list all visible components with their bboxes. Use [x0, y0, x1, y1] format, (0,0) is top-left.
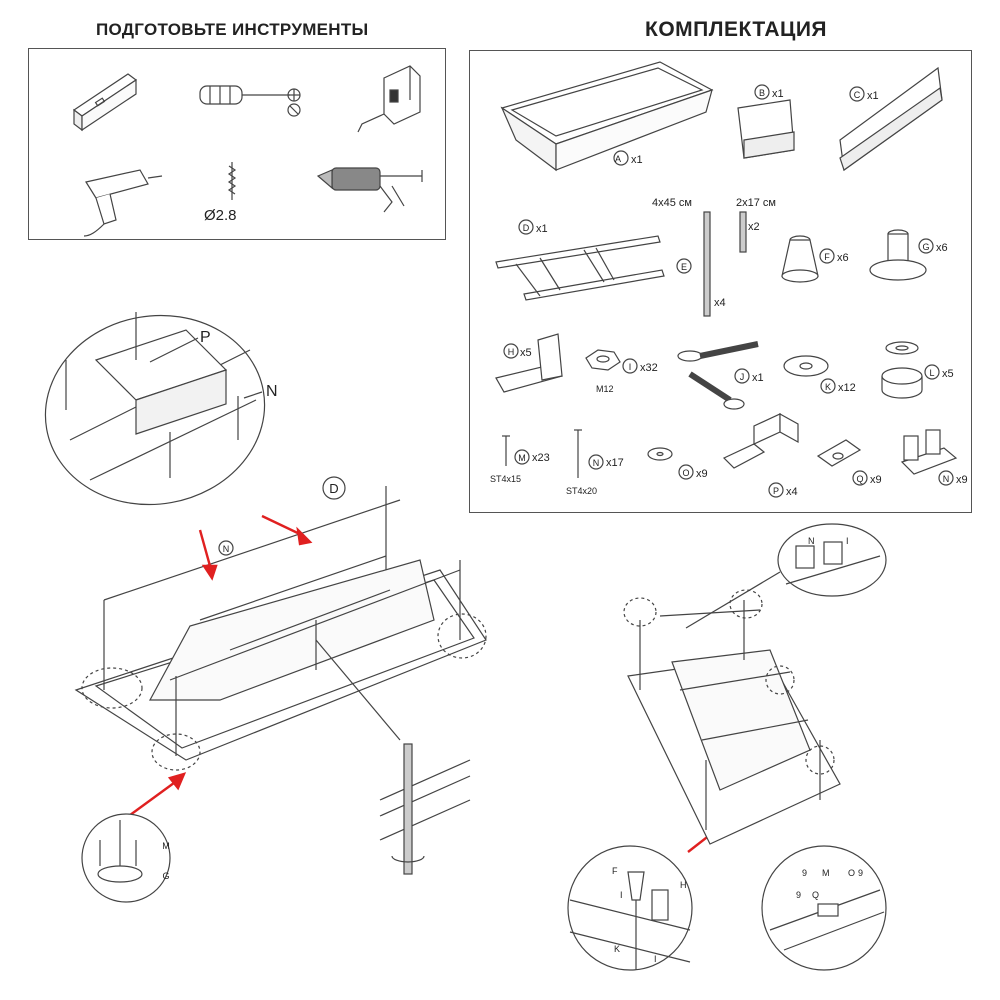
kit-section-title: КОМПЛЕКТАЦИЯ — [645, 18, 828, 41]
detail-zoom-foot-mount — [567, 845, 693, 971]
qty-b: x1 — [772, 88, 784, 100]
callout-d: D — [329, 481, 338, 496]
tools-panel — [28, 48, 446, 240]
count-9-o: 9 — [858, 868, 863, 878]
washer-part-o — [647, 447, 694, 480]
label-g: G — [922, 242, 929, 252]
bathtub-assembly-right — [623, 589, 841, 845]
detail-i3-label: I — [654, 954, 657, 964]
label-h: H — [508, 347, 515, 357]
qty-l: x5 — [942, 368, 954, 380]
bathtub-part-a — [500, 61, 714, 172]
label-q: Q — [856, 474, 863, 484]
detail-i-label: I — [846, 536, 849, 546]
count-9-m: 9 — [802, 868, 807, 878]
qty-m: x23 — [532, 452, 550, 464]
tape-measure-icon — [357, 65, 421, 133]
qty-f: x6 — [837, 252, 849, 264]
label-p: P — [773, 486, 779, 496]
qty-g: x6 — [936, 242, 948, 254]
detail-m-label-right: M — [822, 868, 830, 878]
label-m: M — [518, 453, 526, 463]
qty-e-long: x4 — [714, 297, 726, 309]
bathtub-assembly-left — [74, 476, 487, 771]
detail-k-label: K — [614, 944, 620, 954]
label-n: N — [593, 458, 600, 468]
block-part-n — [900, 429, 958, 486]
qty-i: x32 — [640, 362, 658, 374]
detail-zoom-foot — [81, 813, 171, 903]
dims-e-long: 4x45 см — [652, 197, 692, 209]
drill-bit-icon — [227, 162, 237, 200]
detail-o-label: O — [848, 868, 855, 878]
bracket-part-h — [495, 333, 563, 393]
detail-rod-adjust — [379, 743, 471, 875]
drill-icon — [83, 169, 163, 237]
label-b: B — [759, 88, 765, 98]
qty-n: x17 — [606, 457, 624, 469]
sub-n: ST4x20 — [566, 486, 597, 496]
sub-m: ST4x15 — [490, 474, 521, 484]
qty-p: x4 — [786, 486, 798, 498]
washer-part-k — [783, 355, 836, 394]
label-l: L — [929, 368, 934, 378]
detail-m-label: M — [162, 841, 170, 851]
detail-zoom-bracket-p — [44, 312, 266, 506]
level-icon — [72, 73, 138, 132]
clip-part-q — [816, 439, 868, 486]
threaded-rod-part-e — [676, 211, 747, 317]
qty-n2: x9 — [956, 474, 968, 486]
count-9-q: 9 — [796, 890, 801, 900]
label-j: J — [740, 372, 745, 382]
spacer-part-l — [881, 341, 940, 399]
label-d: D — [523, 223, 530, 233]
side-panel-part-b — [737, 84, 795, 159]
qty-j: x1 — [752, 372, 764, 384]
callout-n: N — [266, 383, 278, 400]
label-o: O — [682, 468, 689, 478]
bracket-part-p — [722, 412, 799, 498]
detail-i2-label: I — [620, 890, 623, 900]
callout-n2: N — [223, 544, 230, 554]
frame-part-d — [495, 219, 665, 301]
qty-d: x1 — [536, 223, 548, 235]
qty-q: x9 — [870, 474, 882, 486]
qty-e-short: x2 — [748, 221, 760, 233]
detail-zoom-clip — [761, 845, 887, 971]
qty-o: x9 — [696, 468, 708, 480]
screwdriver-icon — [199, 85, 301, 117]
foot-base-part-g — [869, 229, 934, 281]
label-k: K — [825, 382, 831, 392]
detail-zoom-blocks — [777, 523, 887, 597]
screw-part-m — [502, 435, 530, 466]
detail-f-label: F — [612, 866, 618, 876]
sub-i: M12 — [596, 384, 614, 394]
label-e: E — [681, 262, 687, 272]
label-i: I — [629, 362, 632, 372]
detail-q-label: Q — [812, 890, 819, 900]
dims-e-short: 2x17 см — [736, 197, 776, 209]
qty-h: x5 — [520, 347, 532, 359]
label-a: A — [615, 154, 621, 164]
drill-bit-size: Ø2.8 — [204, 207, 237, 224]
front-panel-part-c — [839, 66, 943, 172]
qty-a: x1 — [631, 154, 643, 166]
qty-c: x1 — [867, 90, 879, 102]
detail-n-label: N — [808, 536, 815, 546]
drain-siphon-part-j — [677, 341, 759, 410]
label-c: C — [854, 90, 861, 100]
callout-p: P — [200, 329, 211, 346]
detail-h-label: H — [680, 880, 687, 890]
screw-part-n — [574, 429, 604, 478]
caulking-gun-icon — [316, 167, 423, 213]
tools-section-title: ПОДГОТОВЬТЕ ИНСТРУМЕНТЫ — [96, 20, 369, 39]
qty-k: x12 — [838, 382, 856, 394]
detail-g-label: G — [162, 871, 169, 881]
label-n2: N — [943, 474, 950, 484]
nut-part-i — [585, 349, 638, 374]
label-f: F — [824, 252, 830, 262]
foot-cone-part-f — [781, 235, 835, 283]
